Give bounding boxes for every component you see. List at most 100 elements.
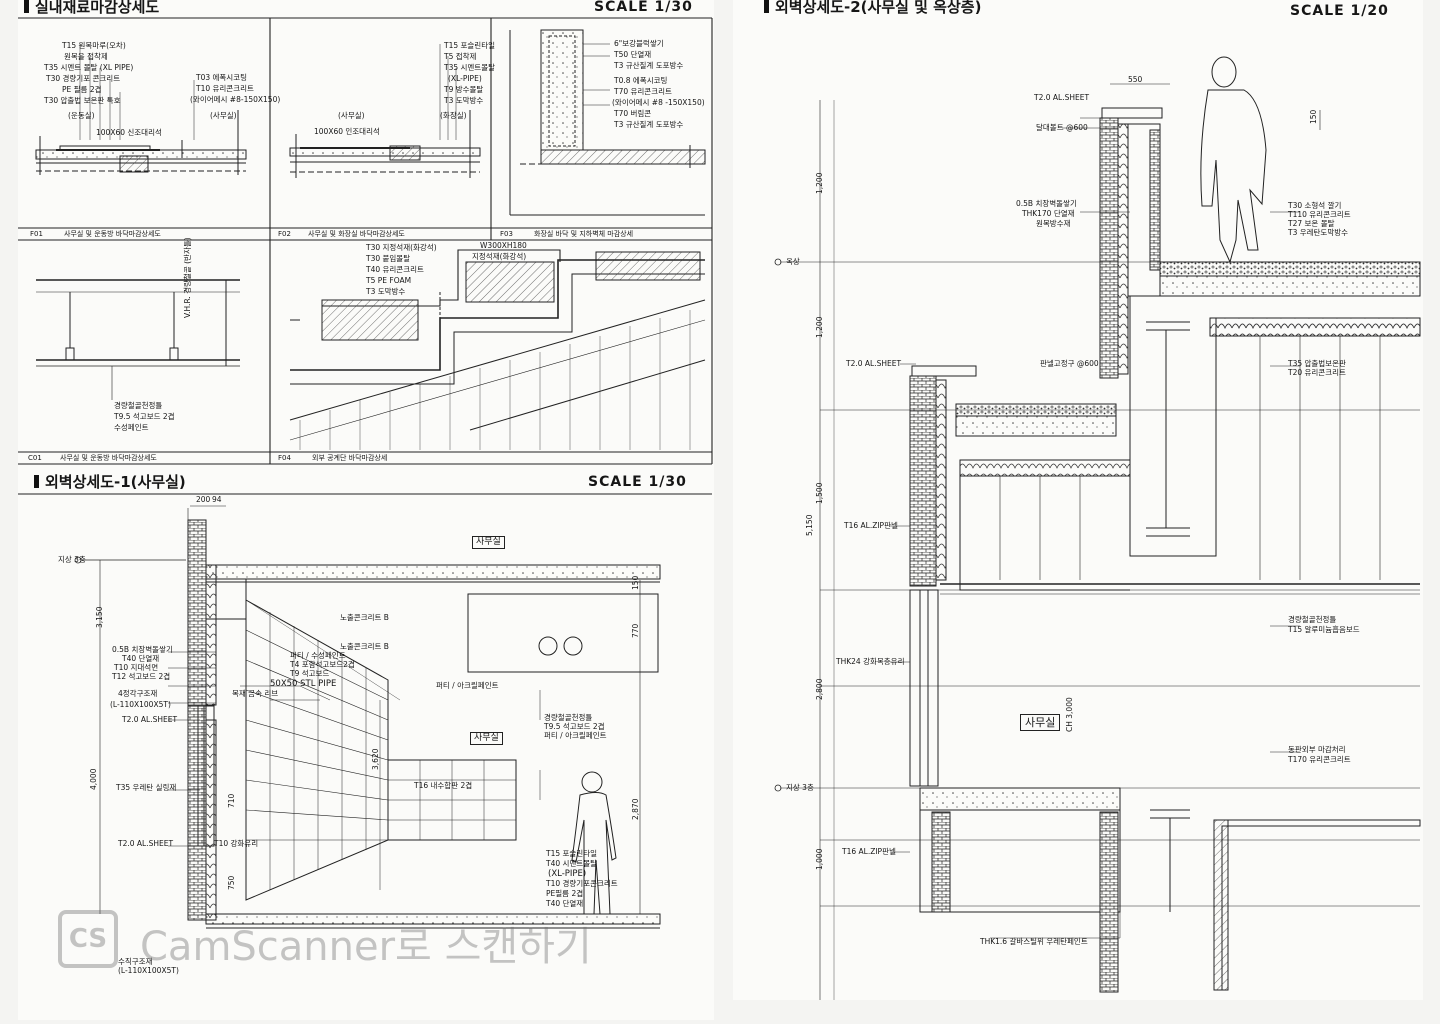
panel-c-room: 사무실 <box>1020 714 1061 731</box>
f01-note-2: 원목을 접착제 <box>64 52 108 61</box>
panel-c-label-3: 0.5B 치장벽돌쌓기 <box>1016 199 1077 208</box>
detail-c01 <box>36 279 240 400</box>
panel-b-label-11: 노출콘크리트 B <box>340 642 389 651</box>
f02-note-2: T5 접착제 <box>444 52 477 61</box>
f01-note-3: T35 시멘트 몰탈 (XL PIPE) <box>44 63 134 72</box>
panel-c-dim-5: 5,150 <box>805 514 814 536</box>
panel-b-label-2: T40 단열재 <box>122 654 160 663</box>
panel-b-level-top: 지상 3층 <box>58 555 86 564</box>
panel-b-label-7: T2.0 AL.SHEET <box>122 715 178 724</box>
panel-c-dim-4: 1,200 <box>815 316 824 338</box>
panel-b-dim-1: 200 <box>196 495 211 504</box>
panel-c-title-text: 외벽상세도-2(사무실 및 옥상층) <box>775 0 982 16</box>
f04-step-label-2: 지정석재(화강석) <box>472 252 527 261</box>
panel-c-label-17: T15 알루미늄흡음보드 <box>1288 625 1360 634</box>
panel-b-label-24: T40 시멘트몰탈 <box>546 859 598 868</box>
panel-c-label-9: T3 우레탄도막방수 <box>1288 228 1349 237</box>
f03-note-1: 6"보강블럭쌓기 <box>614 39 664 48</box>
panel-b-label-14: T9 석고보드 <box>290 669 330 678</box>
detail-f02 <box>289 44 481 178</box>
f02-room-right: (화장실) <box>440 111 467 120</box>
f01-note-right-1: T03 에폭시코팅 <box>196 73 248 82</box>
panel-c-dim-8: 1,000 <box>815 848 824 870</box>
panel-b-title: 외벽상세도-1(사무실) <box>34 475 186 490</box>
panel-c-dim-6: 1,500 <box>815 482 824 504</box>
panel-c-label-7: T110 유리콘크리트 <box>1288 210 1351 219</box>
panel-a-scale: SCALE 1/30 <box>594 0 693 15</box>
panel-b-label-18: 경량철골천정틀 <box>544 713 593 722</box>
f01-room-right: (사무실) <box>210 111 237 120</box>
panel-a-frames <box>18 17 713 465</box>
panel-c-dim-3: 1,200 <box>815 172 824 194</box>
title-marker-icon <box>764 0 769 13</box>
panel-b-dim-4: 4,000 <box>89 768 98 790</box>
panel-c-label-2: 달대볼트 @600 <box>1036 123 1088 132</box>
panel-b-label-1: 0.5B 치장벽돌쌓기 <box>112 645 173 654</box>
panel-c-scale: SCALE 1/20 <box>1290 3 1389 19</box>
panel-b-dim-3: 3,150 <box>95 606 104 628</box>
f02-note-3: T35 시멘트몰탈 <box>444 63 496 72</box>
title-marker-icon <box>24 0 29 13</box>
f03-note-2: T50 단열재 <box>614 50 652 59</box>
panel-b-label-17: 목재 금속 리브 <box>232 689 279 698</box>
c01-note-2: T9.5 석고보드 2겹 <box>114 412 175 421</box>
c01-note-1: 경량철골천정틀 <box>114 401 163 410</box>
panel-c-label-8: T27 보온 몰탈 <box>1288 219 1335 228</box>
panel-b-label-26: T10 경량기포콘크리트 <box>546 879 618 888</box>
detail-f04 <box>289 249 706 450</box>
panel-c-label-1: T2.0 AL.SHEET <box>1034 93 1090 102</box>
f02-room-left: (사무실) <box>338 111 365 120</box>
detail-code-f01: F01 <box>30 230 43 238</box>
f01-note-5: PE 필름 2겹 <box>62 85 102 94</box>
detail-f01 <box>35 44 247 175</box>
f01-note-4: T30 경량기포 콘크리트 <box>46 74 121 83</box>
f03-note-7: T70 버림콘 <box>614 109 652 118</box>
panel-b-label-6: (L-110X100X5T) <box>110 700 171 709</box>
panel-c-dim-2: 150 <box>1309 109 1318 124</box>
detail-caption-f04: 외부 공계단 바닥마감상세 <box>312 454 388 462</box>
f01-note-right-3: (와이어메시 #8-150X150) <box>190 95 281 104</box>
panel-c-label-5: 원목방수재 <box>1036 219 1071 228</box>
panel-b-dim-8: 150 <box>631 575 640 590</box>
f03-note-8: T3 규산질계 도포방수 <box>614 120 684 129</box>
panel-b-label-10: 노출콘크리트 B <box>340 613 389 622</box>
f04-note-5: T3 도막방수 <box>366 287 406 296</box>
panel-b-label-29: 수직구조재 <box>118 957 153 966</box>
detail-caption-f01: 사무실 및 운동방 바닥마감상세도 <box>64 230 161 238</box>
panel-c-label-20: T16 AL.ZIP판넬 <box>842 847 896 856</box>
f04-note-4: T5 PE FOAM <box>366 276 412 285</box>
panel-c-title: 외벽상세도-2(사무실 및 옥상층) <box>764 0 981 15</box>
detail-f03 <box>509 29 706 216</box>
panel-b-label-5: 4정각구조재 <box>118 689 158 698</box>
panel-b-scale: SCALE 1/30 <box>588 474 687 490</box>
c01-side-label: V.H.R. 경량철골 (반자틀) <box>183 237 192 318</box>
panel-b-title-text: 외벽상세도-1(사무실) <box>45 473 186 491</box>
panel-b-label-12: 퍼티 / 수성페인트 <box>290 651 346 660</box>
panel-c-level-roof: 옥상 <box>786 257 800 266</box>
f02-note-1: T15 포슬린타일 <box>444 41 496 50</box>
panel-b-label-28: T40 단열재 <box>546 899 584 908</box>
f01-note-right-2: T10 유리콘크리트 <box>196 84 254 93</box>
panel-b-label-27: PE필름 2겹 <box>546 889 584 898</box>
panel-c-label-14: T16 AL.ZIP판넬 <box>844 521 898 530</box>
panel-c-label-21: THK1.6 갈바스틸위 우레탄페인트 <box>980 937 1088 946</box>
panel-c-label-11: 판넬고정구 @600 <box>1040 359 1099 368</box>
panel-b-drawing <box>18 493 712 929</box>
f04-step-label: W300XH180 <box>480 241 527 250</box>
panel-b-dim-2: 94 <box>212 495 222 504</box>
f02-note-6: T3 도막방수 <box>444 96 484 105</box>
panel-c-label-15: THK24 강화복층유리 <box>836 657 905 666</box>
panel-c-label-16: 경량철골천정틀 <box>1288 615 1337 624</box>
panel-b-room-2: 사무실 <box>470 732 503 745</box>
panel-b-label-15: 50X50 STL PIPE <box>270 679 337 689</box>
f03-note-6: (와이어메시 #8 -150X150) <box>612 98 705 107</box>
panel-b-dim-9: 710 <box>227 793 236 808</box>
f02-note-5: T9 방수몰탈 <box>444 85 484 94</box>
panel-c-label-12: T35 압출법보온판 <box>1288 359 1346 368</box>
panel-c-dim-9: CH 3,000 <box>1065 697 1074 732</box>
person-figure-c <box>1200 56 1267 264</box>
panel-c-label-6: T30 소형석 깔기 <box>1288 201 1342 210</box>
f03-note-4: T0.8 에폭시코팅 <box>614 76 668 85</box>
detail-code-f02: F02 <box>278 230 291 238</box>
